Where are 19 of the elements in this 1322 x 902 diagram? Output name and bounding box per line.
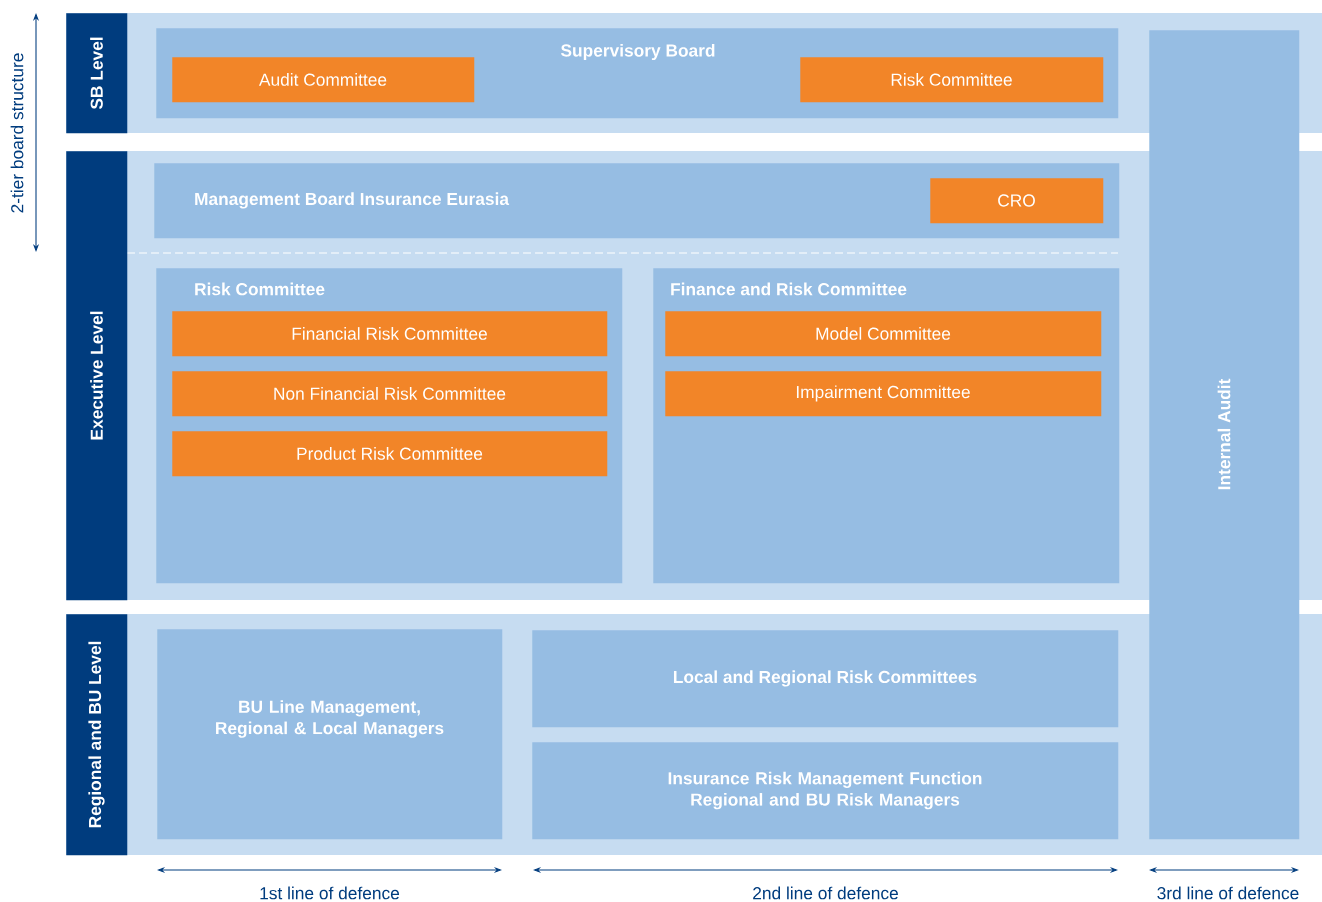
panel-box: Local and Regional Risk Committees [532, 630, 1119, 728]
defence-label: 2nd line of defence [753, 886, 898, 900]
committee-box: Impairment Committee [665, 371, 1102, 417]
committee-box: Risk Committee [800, 57, 1104, 103]
level-band: Executive Level [66, 151, 128, 601]
committee-box: Audit Committee [172, 57, 475, 103]
level-band: SB Level [66, 13, 128, 134]
defence-label: 3rd line of defence [1157, 886, 1299, 900]
defence-label: 1st line of defence [260, 886, 400, 900]
committee-box: Model Committee [665, 311, 1102, 357]
panel-box: Internal Audit [1149, 30, 1300, 840]
level-band: Regional and BU Level [66, 614, 128, 856]
committee-box: CRO [930, 178, 1104, 224]
panel-box: BU Line Management, Regional & Local Managers [157, 629, 503, 840]
committee-box: Non Financial Risk Committee [172, 371, 608, 417]
axis-label: 2-tier board structure [10, 53, 24, 213]
committee-box: Product Risk Committee [172, 431, 608, 477]
panel-box: Insurance Risk Management Function Regional and BU Risk Managers [532, 742, 1119, 840]
committee-box: Financial Risk Committee [172, 311, 608, 357]
